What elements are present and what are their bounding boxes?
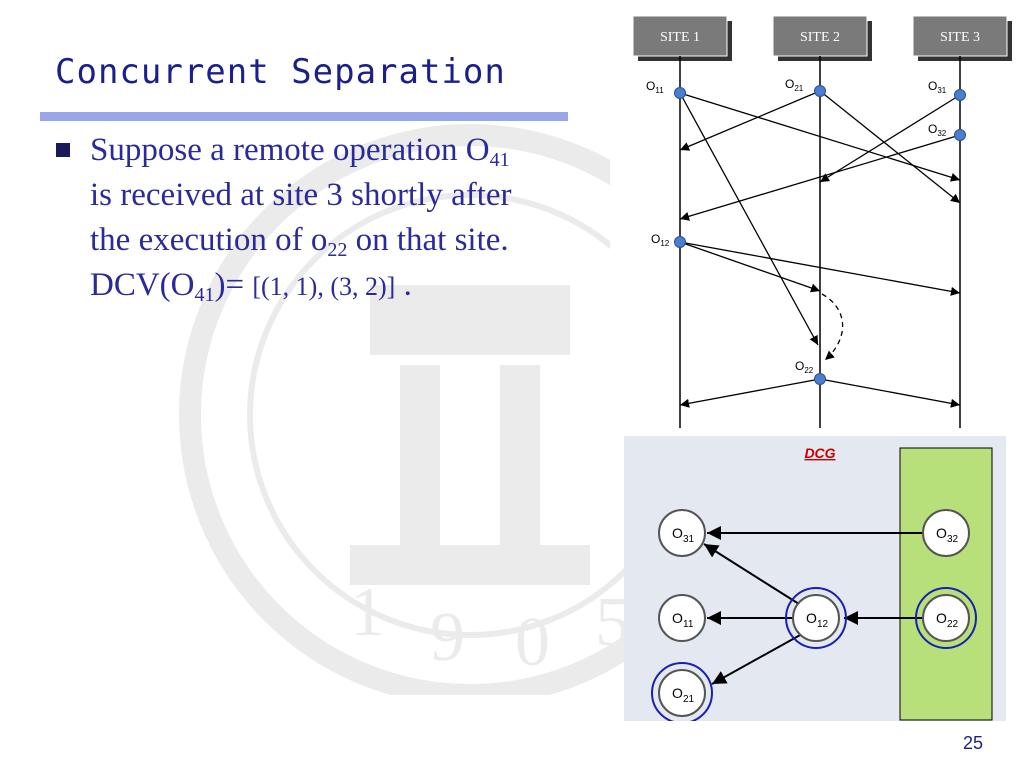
svg-text:12: 12 xyxy=(817,619,829,630)
svg-text:O: O xyxy=(672,610,683,626)
svg-text:22: 22 xyxy=(947,619,959,630)
bullet-text-part: )= xyxy=(214,267,253,303)
message-arrows xyxy=(679,90,961,408)
svg-text:32: 32 xyxy=(947,534,959,545)
svg-text:O: O xyxy=(936,610,947,626)
watermark-digit: 9 xyxy=(430,599,465,676)
site-box-3: SITE 3 xyxy=(912,15,1012,61)
dcg-node-o21: O 21 xyxy=(651,662,713,721)
svg-text:11: 11 xyxy=(683,619,694,630)
dcg-node-o32: O 32 xyxy=(922,509,970,557)
site-label: SITE 1 xyxy=(660,30,700,45)
svg-text:21: 21 xyxy=(683,694,695,705)
bullet-subscript: 22 xyxy=(327,239,348,261)
dcg-highlight-region xyxy=(899,447,993,721)
dcg-node-o12: O 12 xyxy=(785,587,847,649)
op-label-o11: O11 xyxy=(646,79,664,95)
op-label-o12: O12 xyxy=(651,232,670,248)
dcg-edges xyxy=(703,526,924,685)
op-label-o31: O31 xyxy=(928,79,947,95)
svg-text:31: 31 xyxy=(683,534,695,545)
page-number: 25 xyxy=(963,733,984,753)
site-box-2: SITE 2 xyxy=(772,15,872,61)
title-underline xyxy=(40,112,568,121)
watermark-digit: 1 xyxy=(350,574,385,651)
dcg-node-o31: O 31 xyxy=(658,509,706,557)
bullet-text-part: the execution of o xyxy=(90,222,328,258)
op-label-o32: O32 xyxy=(928,122,947,138)
site-label: SITE 2 xyxy=(800,30,840,45)
svg-text:O: O xyxy=(806,610,817,626)
dcg-graph-panel: DCG O 31 O 11 O 21 O 12 xyxy=(624,436,1006,721)
sequence-diagram: SITE 1 SITE 2 SITE 3 O11 O21 xyxy=(610,10,1020,430)
bullet-square-icon xyxy=(56,143,70,157)
svg-text:O: O xyxy=(936,525,947,541)
bullet-text-part: on that site. xyxy=(347,222,509,258)
dcg-node-o22: O 22 xyxy=(915,587,977,649)
op-label-o21: O21 xyxy=(785,77,804,93)
slide-title: Concurrent Separation xyxy=(55,52,506,92)
bullet-text-part: . xyxy=(395,267,412,303)
site-label: SITE 3 xyxy=(940,30,980,45)
bullet-subscript: 41 xyxy=(194,284,215,306)
site-box-1: SITE 1 xyxy=(632,15,732,61)
bullet-text-part: DCV(O xyxy=(90,267,195,303)
dcg-node-o11: O 11 xyxy=(658,594,706,642)
operation-points xyxy=(674,85,966,385)
bullet-text-part: Suppose a remote operation O xyxy=(90,132,490,168)
svg-text:O: O xyxy=(672,525,683,541)
op-label-o22: O22 xyxy=(795,359,814,375)
watermark-digit: 0 xyxy=(515,604,550,681)
dcv-vector: [(1, 1), (3, 2)] xyxy=(252,272,396,301)
bullet-subscript: 41 xyxy=(489,149,510,171)
dcg-title: DCG xyxy=(804,445,835,461)
svg-text:O: O xyxy=(672,685,683,701)
bullet-text-part: is received at site 3 shortly after xyxy=(90,177,512,213)
